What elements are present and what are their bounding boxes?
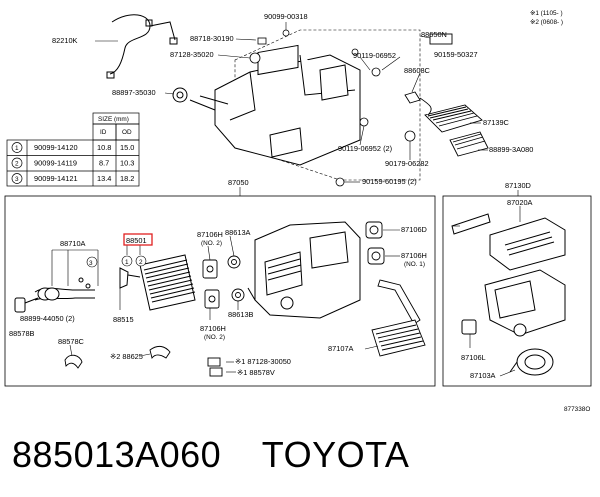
label-87106L: 87106L (461, 353, 486, 362)
label-90159-50327: 90159-50327 (434, 50, 478, 59)
label-88650N: 88650N (421, 30, 447, 39)
label-88899-3A080: 88899-3A080 (489, 145, 533, 154)
assembly-box-87050 (4, 195, 436, 387)
brand-name: TOYOTA (261, 434, 410, 475)
size-table-header-id: ID (100, 129, 107, 136)
size-row-od: 10.3 (120, 159, 134, 168)
size-table-header-od: OD (122, 129, 132, 136)
parts-diagram: 82210K (4, 10, 592, 413)
duct-drawings (365, 221, 426, 357)
size-table (6, 112, 140, 187)
label-82210K: 82210K (52, 36, 78, 45)
size-table-title: SIZE (mm) (98, 116, 129, 123)
heater-unit-drawing (172, 44, 361, 166)
clip-drawings (64, 345, 223, 377)
leader-lines-clips (69, 344, 236, 373)
part-caption: 885013A060 TOYOTA (12, 434, 409, 476)
label-88501: 88501 (126, 236, 147, 245)
label-88899-44050: 88899-44050 (2) (20, 314, 75, 323)
label-87106H-no2-bottom-sub: (NO. 2) (204, 334, 225, 341)
note-2: ※2 (0608- ) (530, 19, 563, 26)
figure-code: 877338O (564, 406, 590, 413)
label-87106H-no2-bottom: 87106H (200, 324, 226, 333)
label-90179-06282: 90179-06282 (385, 159, 429, 168)
label-90099-00318: 90099-00318 (264, 12, 308, 21)
size-row-part: 90099-14120 (34, 143, 78, 152)
size-row-od: 18.2 (120, 174, 134, 183)
label-87106H-no1-sub: (NO. 1) (404, 261, 425, 268)
label-87106H-no1: 87106H (401, 251, 427, 260)
label-87139C: 87139C (483, 118, 510, 127)
label-88613A: 88613A (225, 228, 251, 237)
label-88578V: ※1 88578V (237, 368, 275, 377)
label-88897-35030: 88897-35030 (112, 88, 156, 97)
leader-lines-right-left-box (364, 229, 400, 350)
size-row-part: 90099-14119 (34, 159, 77, 168)
label-87103A: 87103A (470, 371, 496, 380)
label-87106H-no2-top-sub: (NO. 2) (201, 240, 222, 247)
label-87050: 87050 (228, 178, 249, 187)
label-88625: ※2 88625 (110, 352, 143, 361)
actuator-drawings (202, 255, 245, 309)
label-88613B: 88613B (228, 310, 254, 319)
part-number: 885013A060 (12, 434, 222, 475)
label-87106H-no2-top: 87106H (197, 230, 223, 239)
size-row-num: 1 (15, 145, 19, 152)
label-88578C: 88578C (58, 337, 85, 346)
label-88608C: 88608C (404, 66, 431, 75)
label-87128-30050: ※1 87128-30050 (235, 357, 291, 366)
highlight-box (123, 233, 153, 246)
leader-lines-top (164, 22, 488, 183)
hose-drawing (14, 277, 95, 313)
size-row-part: 90099-14121 (34, 174, 78, 183)
size-circle-3-left: 3 (89, 260, 93, 267)
blower-drawing (451, 213, 566, 376)
label-87130D: 87130D (505, 181, 531, 190)
label-90119-06952-2: 90119-06952 (2) (338, 144, 392, 153)
label-88578B: 88578B (9, 329, 35, 338)
size-row-id: 8.7 (99, 159, 109, 168)
label-87107A: 87107A (328, 344, 354, 353)
size-circle-1: 1 (125, 259, 129, 266)
leader-lines-actuators (207, 235, 239, 320)
size-row-num: 3 (15, 176, 19, 183)
leader-lines-right-box (452, 206, 521, 377)
label-88718-30190: 88718-30190 (190, 34, 234, 43)
label-88710A: 88710A (60, 239, 86, 248)
label-90159-60195: 90159-60195 (2) (362, 177, 417, 186)
label-87128-35020: 87128-35020 (170, 50, 214, 59)
note-1: ※1 (1105- ) (530, 10, 563, 17)
size-row-id: 10.8 (97, 143, 111, 152)
label-87020A: 87020A (507, 198, 533, 207)
size-row-id: 13.4 (97, 174, 111, 183)
assembly-box-87130D (442, 195, 592, 387)
size-circle-2: 2 (139, 259, 143, 266)
label-88515: 88515 (113, 315, 134, 324)
housing-drawing (247, 221, 361, 319)
label-87106D: 87106D (401, 225, 427, 234)
fastener-drawings (249, 29, 416, 187)
leader-lines-88710A (51, 249, 99, 286)
label-90119-06952: 90119-06952 (353, 51, 396, 60)
size-row-od: 15.0 (120, 143, 134, 152)
evaporator-drawing (119, 254, 196, 311)
wire-harness-drawing (106, 14, 178, 79)
size-row-num: 2 (15, 161, 19, 168)
